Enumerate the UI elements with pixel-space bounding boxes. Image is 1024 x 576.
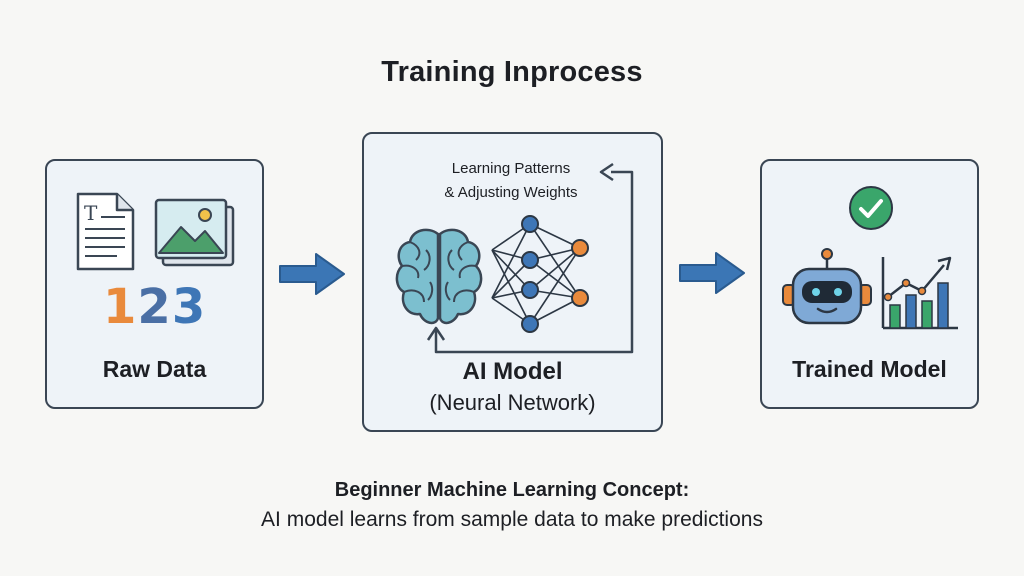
caption-line-2: & Adjusting Weights	[444, 184, 578, 201]
image-icon	[154, 198, 235, 267]
ai-model-panel: Learning Patterns & Adjusting Weights	[362, 132, 663, 432]
ai-model-sublabel: (Neural Network)	[429, 390, 596, 415]
loop-arrow-icon	[426, 162, 634, 354]
footer-heading: Beginner Machine Learning Concept:	[334, 479, 690, 501]
ai-model-label: AI Model	[462, 358, 563, 385]
raw-data-panel: T 123 Raw Data	[45, 159, 264, 409]
check-icon	[849, 186, 893, 230]
caption-line-1: Learning Patterns	[451, 160, 571, 177]
diagram-title: Training Inprocess	[381, 56, 643, 88]
digit-2: 2	[137, 279, 172, 335]
digit-3: 3	[171, 279, 207, 335]
flow-arrow-icon	[279, 253, 345, 295]
raw-data-label: Raw Data	[102, 356, 207, 382]
flow-arrow-icon	[679, 252, 745, 294]
brain-icon	[395, 228, 483, 325]
ai-caption: Learning Patterns & Adjusting Weights	[426, 157, 596, 205]
trained-model-label: Trained Model	[792, 356, 947, 382]
numbers-icon: 123	[103, 279, 206, 335]
neural-network-icon	[491, 215, 589, 333]
document-icon: T	[76, 192, 135, 271]
growth-chart-icon	[881, 256, 958, 330]
trained-model-panel: Trained Model	[760, 159, 979, 409]
robot-icon	[782, 248, 872, 325]
footer-description: AI model learns from sample data to make…	[261, 508, 763, 531]
digit-1: 1	[103, 279, 138, 335]
svg-text:T: T	[84, 201, 98, 225]
